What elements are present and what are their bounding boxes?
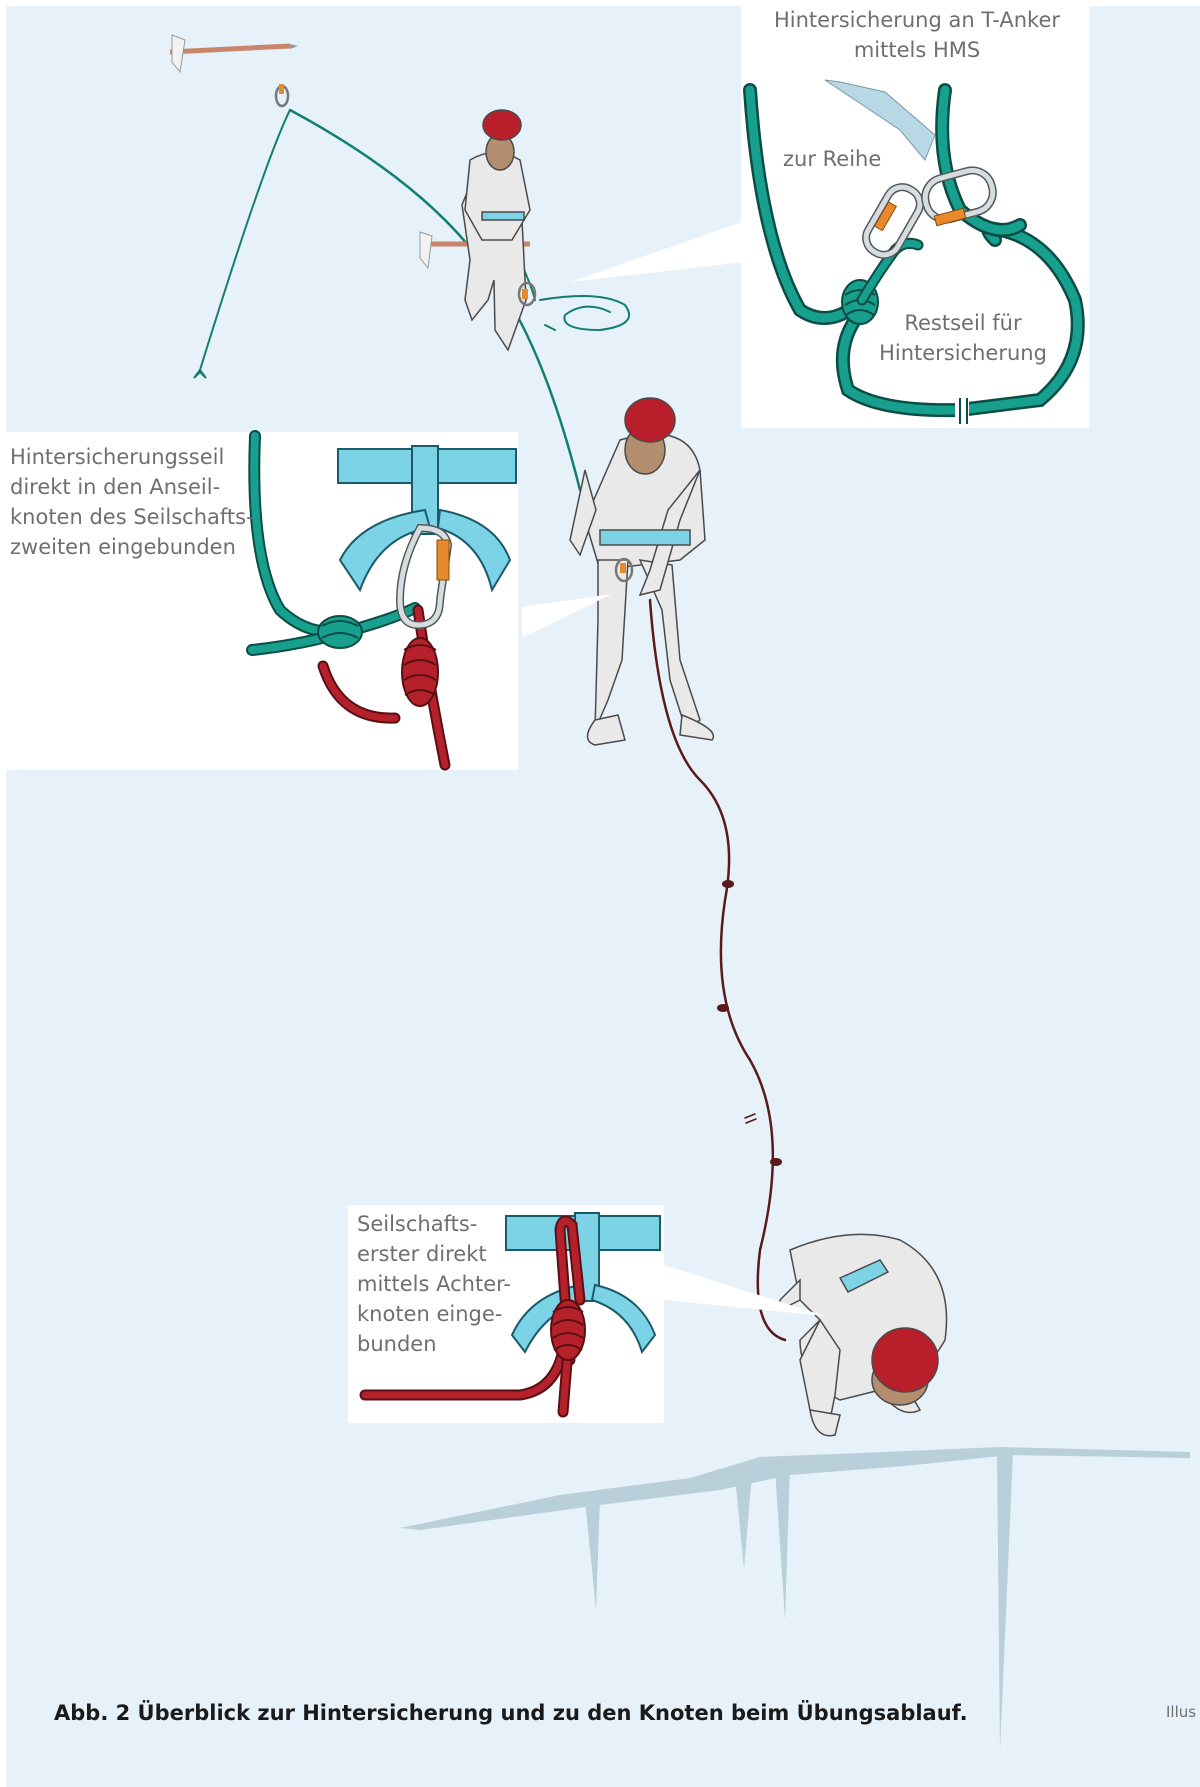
illustration-credit: Illus (1166, 1703, 1196, 1721)
first-text-line3: mittels Achter- (357, 1270, 511, 1298)
helmet-icon (483, 110, 521, 140)
t-anchor-title-line1: Hintersicherung an T-Anker (762, 6, 1072, 34)
figure-eight-knot-icon (402, 638, 438, 706)
second-text-line2: direkt in den Anseil- (10, 473, 220, 501)
label-restseil-line1: Restseil für (868, 309, 1058, 337)
t-anchor-title-line2: mittels HMS (762, 36, 1072, 64)
second-text-line4: zweiten eingebunden (10, 533, 236, 561)
figure-eight-knot-icon (551, 1300, 585, 1360)
helmet-icon (625, 398, 675, 442)
harness-icon (482, 212, 524, 220)
first-text-line5: bunden (357, 1330, 437, 1358)
second-text-line1: Hintersicherungsseil (10, 443, 224, 471)
first-text-line4: knoten einge- (357, 1300, 502, 1328)
figure-caption: Abb. 2 Überblick zur Hintersicherung und… (54, 1701, 968, 1725)
label-restseil-line2: Hintersicherung (868, 339, 1058, 367)
second-text-line3: knoten des Seilschafts- (10, 503, 254, 531)
helmet-icon (872, 1328, 938, 1392)
first-text-line2: erster direkt (357, 1240, 487, 1268)
harness-icon (600, 530, 690, 545)
label-zur-reihe: zur Reihe (783, 145, 881, 173)
first-text-line1: Seilschafts- (357, 1210, 477, 1238)
